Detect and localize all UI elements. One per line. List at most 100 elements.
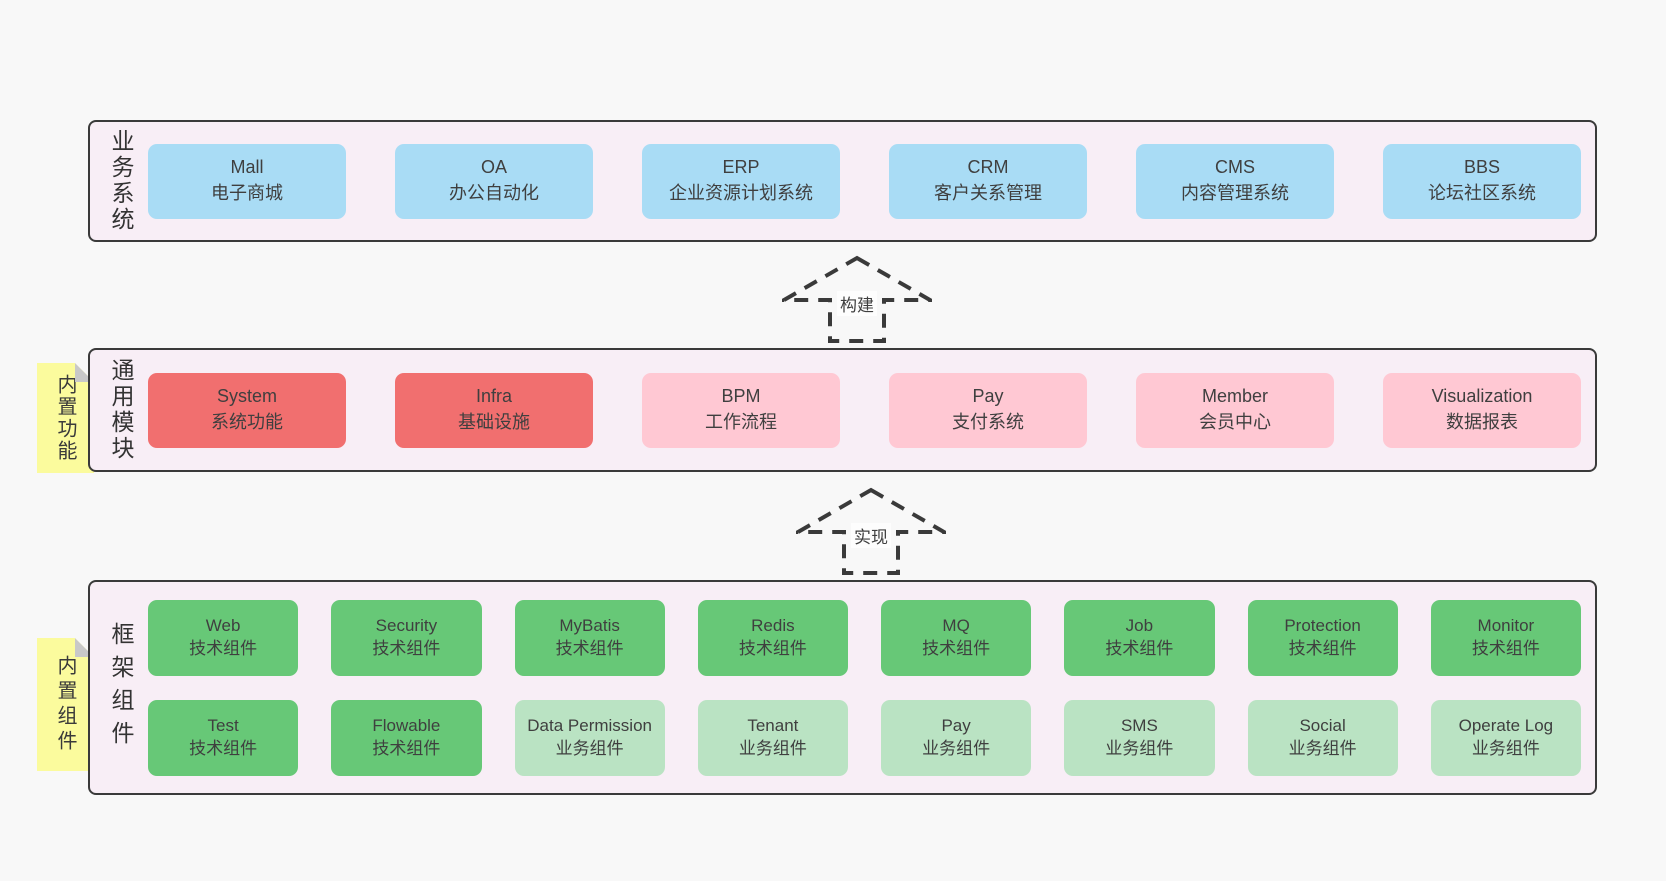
- box-pay-component: Pay 业务组件: [881, 699, 1032, 776]
- box-subtitle: 技术组件: [372, 738, 441, 758]
- box-subtitle: 业务组件: [738, 738, 807, 758]
- box-cms: CMS 内容管理系统: [1136, 143, 1334, 219]
- box-title: BBS: [1463, 157, 1501, 178]
- box-job: Job 技术组件: [1064, 599, 1215, 676]
- box-title: ERP: [722, 157, 760, 178]
- components-row-2: Test 技术组件 Flowable 技术组件 Data Permission …: [148, 699, 1581, 776]
- box-mybatis: MyBatis 技术组件: [514, 599, 665, 676]
- box-protection: Protection 技术组件: [1247, 599, 1398, 676]
- box-title: SMS: [1120, 716, 1158, 736]
- band-modules-rows: System 系统功能 Infra 基础设施 BPM 工作流程 Pay 支付系统…: [138, 350, 1595, 470]
- box-monitor: Monitor 技术组件: [1430, 599, 1581, 676]
- box-title: Pay: [941, 716, 971, 736]
- box-subtitle: 技术组件: [738, 638, 807, 658]
- box-title: Tenant: [747, 716, 799, 736]
- box-subtitle: 技术组件: [1471, 638, 1540, 658]
- box-subtitle: 电子商城: [211, 183, 283, 203]
- box-subtitle: 技术组件: [372, 638, 441, 658]
- box-subtitle: 客户关系管理: [934, 183, 1042, 203]
- box-data-permission: Data Permission 业务组件: [514, 699, 665, 776]
- box-title: Social: [1299, 716, 1346, 736]
- box-subtitle: 业务组件: [1288, 738, 1357, 758]
- note-built-in-components: 内置组件: [37, 638, 94, 771]
- box-subtitle: 技术组件: [189, 638, 258, 658]
- box-subtitle: 业务组件: [922, 738, 991, 758]
- note-functions-label: 内置功能: [54, 374, 76, 462]
- note-components-label: 内置组件: [54, 654, 76, 755]
- band-common-modules: 通用模块 System 系统功能 Infra 基础设施 BPM 工作流程 Pay…: [88, 348, 1597, 472]
- business-row: Mall 电子商城 OA 办公自动化 ERP 企业资源计划系统 CRM 客户关系…: [148, 143, 1581, 219]
- box-oa: OA 办公自动化: [395, 143, 593, 219]
- box-subtitle: 技术组件: [1105, 638, 1174, 658]
- dashed-up-arrow-icon: [796, 487, 946, 575]
- box-title: CRM: [967, 157, 1009, 178]
- band-framework-components: 框架组件 Web 技术组件 Security 技术组件 MyBatis 技术组件…: [88, 580, 1597, 795]
- box-bbs: BBS 论坛社区系统: [1383, 143, 1581, 219]
- box-title: Infra: [475, 386, 513, 407]
- box-title: Operate Log: [1458, 716, 1554, 736]
- band-components-rows: Web 技术组件 Security 技术组件 MyBatis 技术组件 Redi…: [138, 582, 1595, 793]
- box-security: Security 技术组件: [331, 599, 482, 676]
- arrow-implement: 实现: [796, 487, 946, 575]
- box-subtitle: 技术组件: [555, 638, 624, 658]
- box-web: Web 技术组件: [148, 599, 299, 676]
- box-subtitle: 工作流程: [705, 412, 777, 432]
- box-sms: SMS 业务组件: [1064, 699, 1215, 776]
- box-bpm: BPM 工作流程: [642, 372, 840, 448]
- box-flowable: Flowable 技术组件: [331, 699, 482, 776]
- box-social: Social 业务组件: [1247, 699, 1398, 776]
- box-subtitle: 业务组件: [1105, 738, 1174, 758]
- box-subtitle: 系统功能: [211, 412, 283, 432]
- band-components-title: 框架组件: [108, 621, 134, 754]
- box-title: System: [216, 386, 277, 407]
- components-row-1: Web 技术组件 Security 技术组件 MyBatis 技术组件 Redi…: [148, 599, 1581, 676]
- box-mall: Mall 电子商城: [148, 143, 346, 219]
- band-modules-title: 通用模块: [108, 358, 134, 462]
- arrow-build: 构建: [782, 255, 932, 343]
- box-title: Member: [1201, 386, 1268, 407]
- box-subtitle: 会员中心: [1199, 412, 1271, 432]
- box-erp: ERP 企业资源计划系统: [642, 143, 840, 219]
- box-title: Security: [375, 616, 438, 636]
- band-business-rows: Mall 电子商城 OA 办公自动化 ERP 企业资源计划系统 CRM 客户关系…: [138, 122, 1595, 240]
- box-title: Monitor: [1477, 616, 1535, 636]
- box-title: Flowable: [372, 716, 441, 736]
- box-infra: Infra 基础设施: [395, 372, 593, 448]
- box-title: Mall: [230, 157, 264, 178]
- modules-row: System 系统功能 Infra 基础设施 BPM 工作流程 Pay 支付系统…: [148, 372, 1581, 448]
- box-redis: Redis 技术组件: [697, 599, 848, 676]
- box-subtitle: 数据报表: [1446, 412, 1518, 432]
- box-title: Data Permission: [527, 716, 652, 736]
- box-title: OA: [480, 157, 507, 178]
- arrow-implement-label: 实现: [851, 523, 891, 548]
- box-subtitle: 支付系统: [952, 412, 1024, 432]
- box-subtitle: 企业资源计划系统: [669, 183, 813, 203]
- box-visualization: Visualization 数据报表: [1383, 372, 1581, 448]
- box-subtitle: 业务组件: [555, 738, 624, 758]
- box-subtitle: 技术组件: [922, 638, 991, 658]
- box-title: Web: [205, 616, 241, 636]
- box-test: Test 技术组件: [148, 699, 299, 776]
- dashed-up-arrow-icon: [782, 255, 932, 343]
- box-operate-log: Operate Log 业务组件: [1430, 699, 1581, 776]
- box-title: MQ: [942, 616, 970, 636]
- box-pay-module: Pay 支付系统: [889, 372, 1087, 448]
- box-title: CMS: [1215, 157, 1255, 178]
- box-title: MyBatis: [559, 616, 620, 636]
- box-title: BPM: [721, 386, 761, 407]
- box-crm: CRM 客户关系管理: [889, 143, 1087, 219]
- band-business-systems: 业务系统 Mall 电子商城 OA 办公自动化 ERP 企业资源计划系统 CRM…: [88, 120, 1597, 242]
- box-subtitle: 基础设施: [458, 412, 530, 432]
- band-business-title: 业务系统: [108, 129, 134, 233]
- box-subtitle: 内容管理系统: [1181, 183, 1289, 203]
- arrow-build-label: 构建: [837, 291, 877, 316]
- box-subtitle: 论坛社区系统: [1428, 183, 1536, 203]
- box-subtitle: 业务组件: [1471, 738, 1540, 758]
- box-subtitle: 技术组件: [189, 738, 258, 758]
- box-title: Pay: [972, 386, 1004, 407]
- note-built-in-functions: 内置功能: [37, 363, 94, 473]
- box-system: System 系统功能: [148, 372, 346, 448]
- box-title: Visualization: [1431, 386, 1533, 407]
- box-subtitle: 技术组件: [1288, 638, 1357, 658]
- box-subtitle: 办公自动化: [449, 183, 539, 203]
